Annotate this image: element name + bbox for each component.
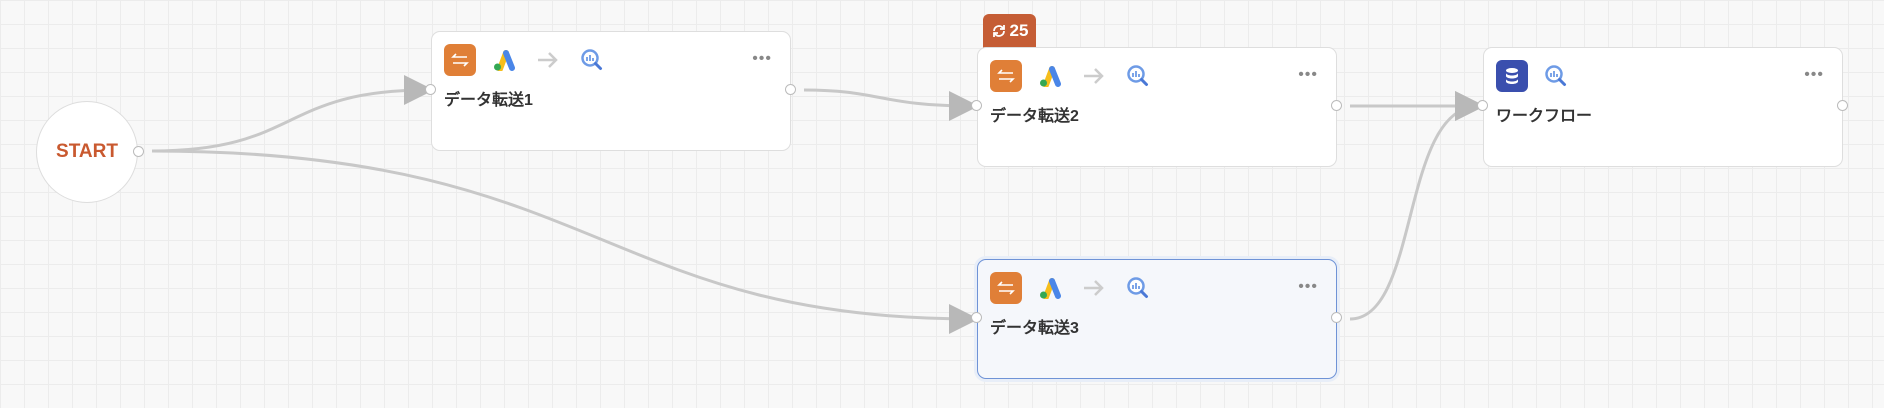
more-menu-button[interactable]: ••• — [1298, 66, 1318, 83]
input-port[interactable] — [971, 312, 982, 323]
node-title: データ転送2 — [990, 108, 1079, 125]
transfer-icon — [444, 44, 476, 76]
run-count-badge: 25 — [983, 14, 1036, 48]
transfer-icon — [990, 60, 1022, 92]
bigquery-icon — [1122, 272, 1154, 304]
google-ads-icon — [1034, 60, 1066, 92]
input-port[interactable] — [971, 100, 982, 111]
arrow-right-icon — [1078, 272, 1110, 304]
run-count: 25 — [1009, 21, 1029, 40]
node-card[interactable]: ••• ワークフロー — [1483, 47, 1843, 167]
arrow-right-icon — [1078, 60, 1110, 92]
node-icons — [1496, 60, 1572, 92]
edge-transfer1-to-transfer2[interactable] — [803, 88, 979, 121]
node-icons — [444, 44, 608, 76]
start-output-port[interactable] — [133, 146, 144, 157]
transfer-icon — [990, 272, 1022, 304]
node-title: データ転送3 — [990, 320, 1079, 337]
output-port[interactable] — [1331, 312, 1342, 323]
output-port[interactable] — [1837, 100, 1848, 111]
bigquery-icon — [576, 44, 608, 76]
input-port[interactable] — [1477, 100, 1488, 111]
node-card[interactable]: ••• データ転送2 — [977, 47, 1337, 167]
node-card[interactable]: ••• データ転送3 — [977, 259, 1337, 379]
bigquery-icon — [1540, 60, 1572, 92]
node-icons — [990, 272, 1154, 304]
node-card[interactable]: ••• データ転送1 — [431, 31, 791, 151]
more-menu-button[interactable]: ••• — [1804, 66, 1824, 83]
more-menu-button[interactable]: ••• — [1298, 278, 1318, 295]
input-port[interactable] — [425, 84, 436, 95]
node-title: ワークフロー — [1496, 108, 1593, 125]
arrow-right-icon — [532, 44, 564, 76]
edge-start-to-transfer3[interactable] — [151, 149, 979, 334]
start-label: START — [56, 141, 118, 162]
node-title: データ転送1 — [444, 92, 533, 109]
start-node[interactable]: START — [36, 101, 138, 203]
node-icons — [990, 60, 1154, 92]
output-port[interactable] — [785, 84, 796, 95]
edge-start-to-transfer1[interactable] — [151, 75, 434, 153]
google-ads-icon — [488, 44, 520, 76]
bigquery-icon — [1122, 60, 1154, 92]
sync-icon — [992, 25, 1005, 37]
database-icon — [1496, 60, 1528, 92]
output-port[interactable] — [1331, 100, 1342, 111]
google-ads-icon — [1034, 272, 1066, 304]
edge-transfer3-to-workflow[interactable] — [1349, 91, 1485, 321]
more-menu-button[interactable]: ••• — [752, 50, 772, 67]
